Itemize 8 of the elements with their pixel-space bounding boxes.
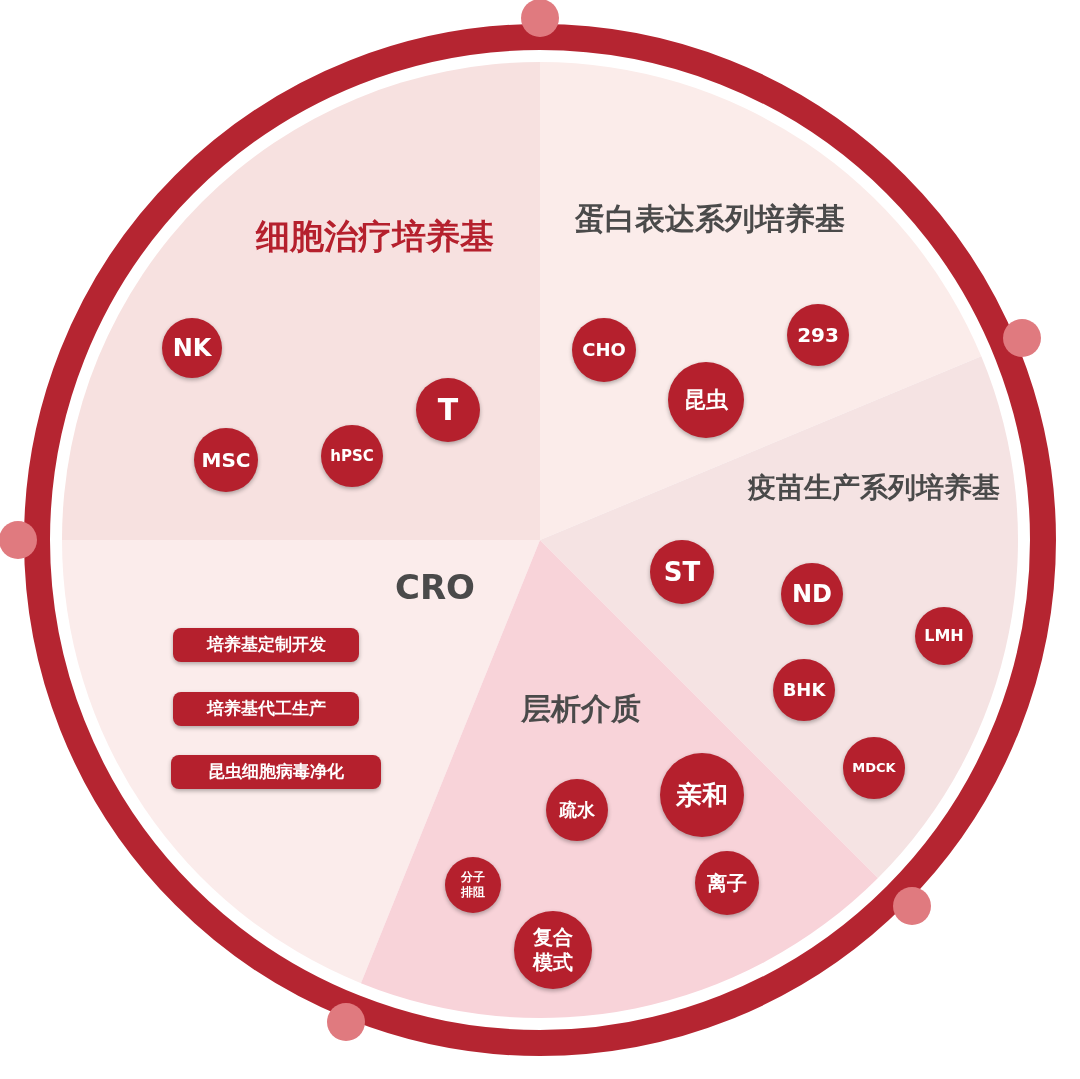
service-pill: 昆虫细胞病毒净化 bbox=[171, 755, 381, 789]
service-pill: 培养基定制开发 bbox=[173, 628, 359, 662]
sector-heading: CRO bbox=[393, 566, 476, 609]
sector-heading: 蛋白表达系列培养基 bbox=[575, 200, 846, 238]
service-pill: 培养基代工生产 bbox=[173, 692, 359, 726]
sector-heading: 层析介质 bbox=[520, 690, 642, 728]
sector-heading: 疫苗生产系列培养基 bbox=[746, 470, 1000, 505]
sector-heading: 细胞治疗培养基 bbox=[254, 215, 495, 258]
